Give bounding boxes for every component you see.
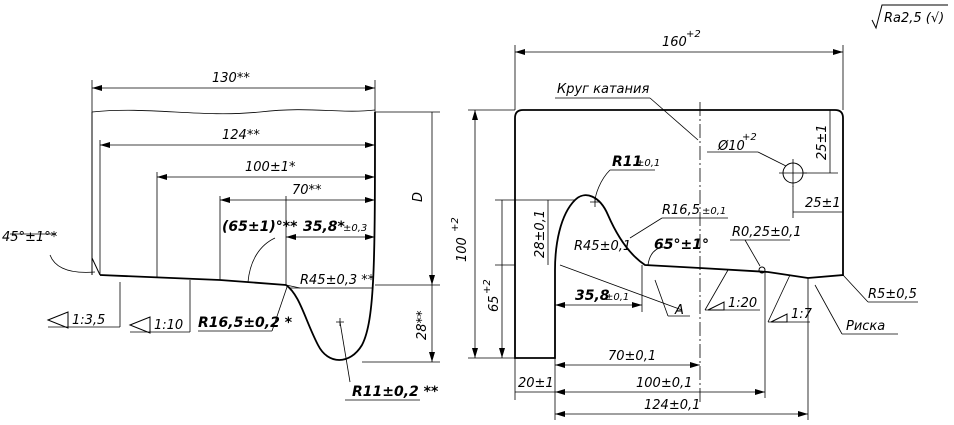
dim-r165-text: R16,5±0,2 * (198, 315, 293, 331)
angle-arc-45 (49, 254, 96, 273)
dim-65deg-right-text: 65°±1° (654, 237, 709, 253)
dim-358-right-tol: ±0,1 (605, 292, 629, 303)
dim-358-right-text: 35,8 (575, 288, 610, 304)
dim-358-tol: ±0,3 (343, 223, 367, 234)
dim-r11-right-text: R11 (612, 154, 642, 170)
dim-r5-text: R5±0,5 (868, 287, 917, 302)
dim-r45-text: R45±0,3 ** (300, 273, 375, 288)
taper-symbol-110 (128, 316, 151, 334)
dim-taper-135-text: 1:3,5 (72, 313, 105, 328)
dim-taper-110-text: 1:10 (154, 318, 183, 333)
tread-line (99, 274, 287, 286)
dim-100b-text: 100±0,1 (636, 376, 692, 391)
right-wheel-profile: 160 +2 Круг катания Ø10 +2 25±1 25±1 R11… (450, 29, 918, 420)
roughness-symbol: Ra2,5 (√) (871, 4, 948, 30)
dim-phi10-tol: +2 (742, 132, 757, 143)
break-line (91, 109, 376, 115)
dim-r165-right-tol: ±0,1 (702, 206, 726, 217)
dim-25-top-text: 25±1 (815, 124, 830, 160)
dim-28-text: 28** (415, 310, 430, 340)
dim-r025-text: R0,25±0,1 (732, 225, 802, 240)
dim-358-text: 35,8* (303, 219, 346, 235)
dim-124-right-text: 124±0,1 (644, 398, 700, 413)
dim-28-right-text: 28±0,1 (533, 210, 548, 258)
dim-20-text: 20±1 (518, 376, 554, 391)
roughness-text: Ra2,5 (√) (884, 11, 944, 26)
dim-100-vert-tol: +2 (450, 217, 461, 232)
dim-65-text: (65±1)°** (222, 219, 298, 235)
dim-taper-120-text: 1:20 (728, 296, 757, 311)
flange-contour (285, 111, 376, 361)
dim-45deg-text: 45°±1°* (2, 230, 58, 245)
label-krug-katania: Круг катания (557, 82, 649, 97)
dim-65-vert-tol: +2 (482, 279, 493, 294)
dim-160-tol: +2 (686, 29, 701, 40)
dim-100-text: 100±1* (245, 160, 296, 175)
taper-symbol-135 (46, 311, 69, 329)
dim-phi10-text: Ø10 (717, 139, 745, 154)
left-wheel-profile: 130** 124** 100±1* 70** 35,8* ±0,3 (65±1… (2, 71, 440, 401)
dim-r165-right-text: R16,5 (662, 203, 700, 218)
dim-65-vert-text: 65 (487, 295, 502, 312)
riska-groove (758, 266, 766, 274)
dim-taper-17-text: 1:7 (791, 307, 813, 322)
dim-124-text: 124** (222, 128, 260, 143)
dim-160-text: 160 (662, 35, 687, 50)
dim-130-text: 130** (212, 71, 250, 86)
profile-outline (514, 109, 844, 359)
label-riska: Риска (846, 319, 885, 334)
dim-D-text: D (411, 192, 426, 202)
angle-arc-65 (247, 237, 276, 283)
dim-25-bot-text: 25±1 (805, 196, 841, 211)
dim-70-right-text: 70±0,1 (608, 349, 656, 364)
dim-r11-text: R11±0,2 ** (352, 384, 439, 400)
dim-r45-right-text: R45±0,1 (574, 239, 631, 254)
dim-70-text: 70** (292, 183, 322, 198)
dim-100-vert-text: 100 (455, 237, 470, 262)
chamfer-line (91, 257, 101, 276)
label-A: A (674, 303, 684, 318)
dim-r11-right-tol: ±0,1 (636, 158, 660, 169)
